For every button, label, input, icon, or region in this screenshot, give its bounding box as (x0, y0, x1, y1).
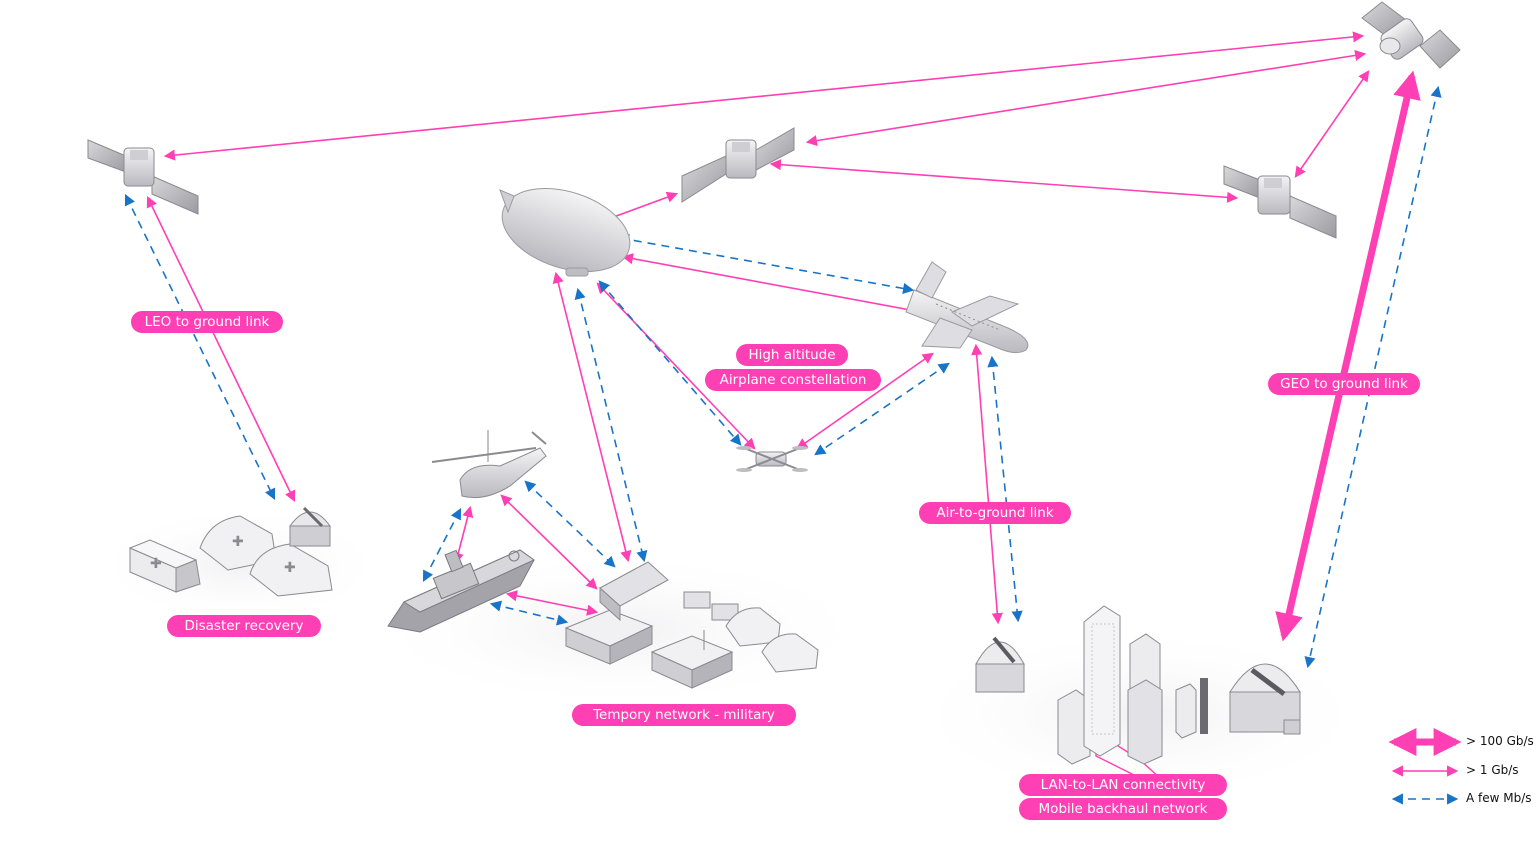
leo-to-ground-label: LEO to ground link (131, 311, 283, 333)
warship-icon (387, 549, 535, 633)
helicopter-icon (431, 430, 547, 499)
leo-satellite-icon (87, 139, 199, 215)
military-truck-icon (564, 561, 669, 665)
airplane-icon (905, 261, 1029, 354)
svg-text:✚: ✚ (284, 560, 296, 576)
air-to-ground-label: Air-to-ground link (919, 502, 1071, 524)
high-altitude-label: High altitude (736, 344, 848, 366)
tent-icon: ✚ (249, 543, 333, 597)
leo-satellite-icon (681, 127, 795, 203)
lan-to-lan-label: LAN-to-LAN connectivity (1019, 774, 1227, 796)
leo-satellite-icon (1223, 165, 1337, 239)
svg-text:✚: ✚ (150, 556, 162, 572)
legend-label-100gbps: > 100 Gb/s (1466, 734, 1534, 748)
mobile-backhaul-label: Mobile backhaul network (1019, 798, 1227, 820)
ambulance-icon: ✚ (128, 539, 201, 593)
legend-label-1gbps: > 1 Gb/s (1466, 763, 1519, 777)
legend-symbols (1388, 728, 1462, 805)
city-buildings-icon (1057, 605, 1208, 765)
geo-to-ground-label: GEO to ground link (1268, 373, 1420, 395)
ground-station-dome-icon (289, 506, 331, 547)
svg-text:✚: ✚ (232, 534, 244, 550)
tent-icon (725, 607, 819, 673)
military-truck-icon (650, 630, 734, 689)
temporary-network-label: Tempory network - military (572, 704, 796, 726)
ground-station-dome-icon (1229, 663, 1301, 735)
legend-label-few-mbps: A few Mb/s (1466, 791, 1532, 805)
airship-icon (499, 188, 631, 277)
airplane-constellation-label: Airplane constellation (705, 369, 881, 391)
geo-satellite-icon (1361, 1, 1461, 69)
military-truck-icon (683, 591, 739, 621)
drone-icon (736, 446, 808, 472)
disaster-recovery-label: Disaster recovery (167, 615, 321, 637)
ground-station-dome-icon (975, 636, 1025, 693)
